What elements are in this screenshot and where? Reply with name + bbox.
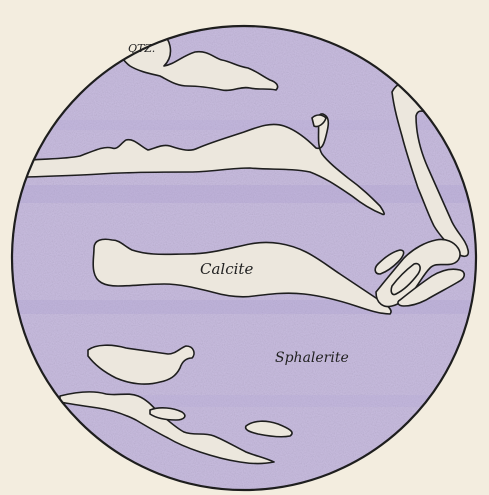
label-sphalerite: Sphalerite <box>275 350 349 366</box>
label-qtz: QTZ. <box>128 42 155 55</box>
label-calcite: Calcite <box>200 260 253 278</box>
